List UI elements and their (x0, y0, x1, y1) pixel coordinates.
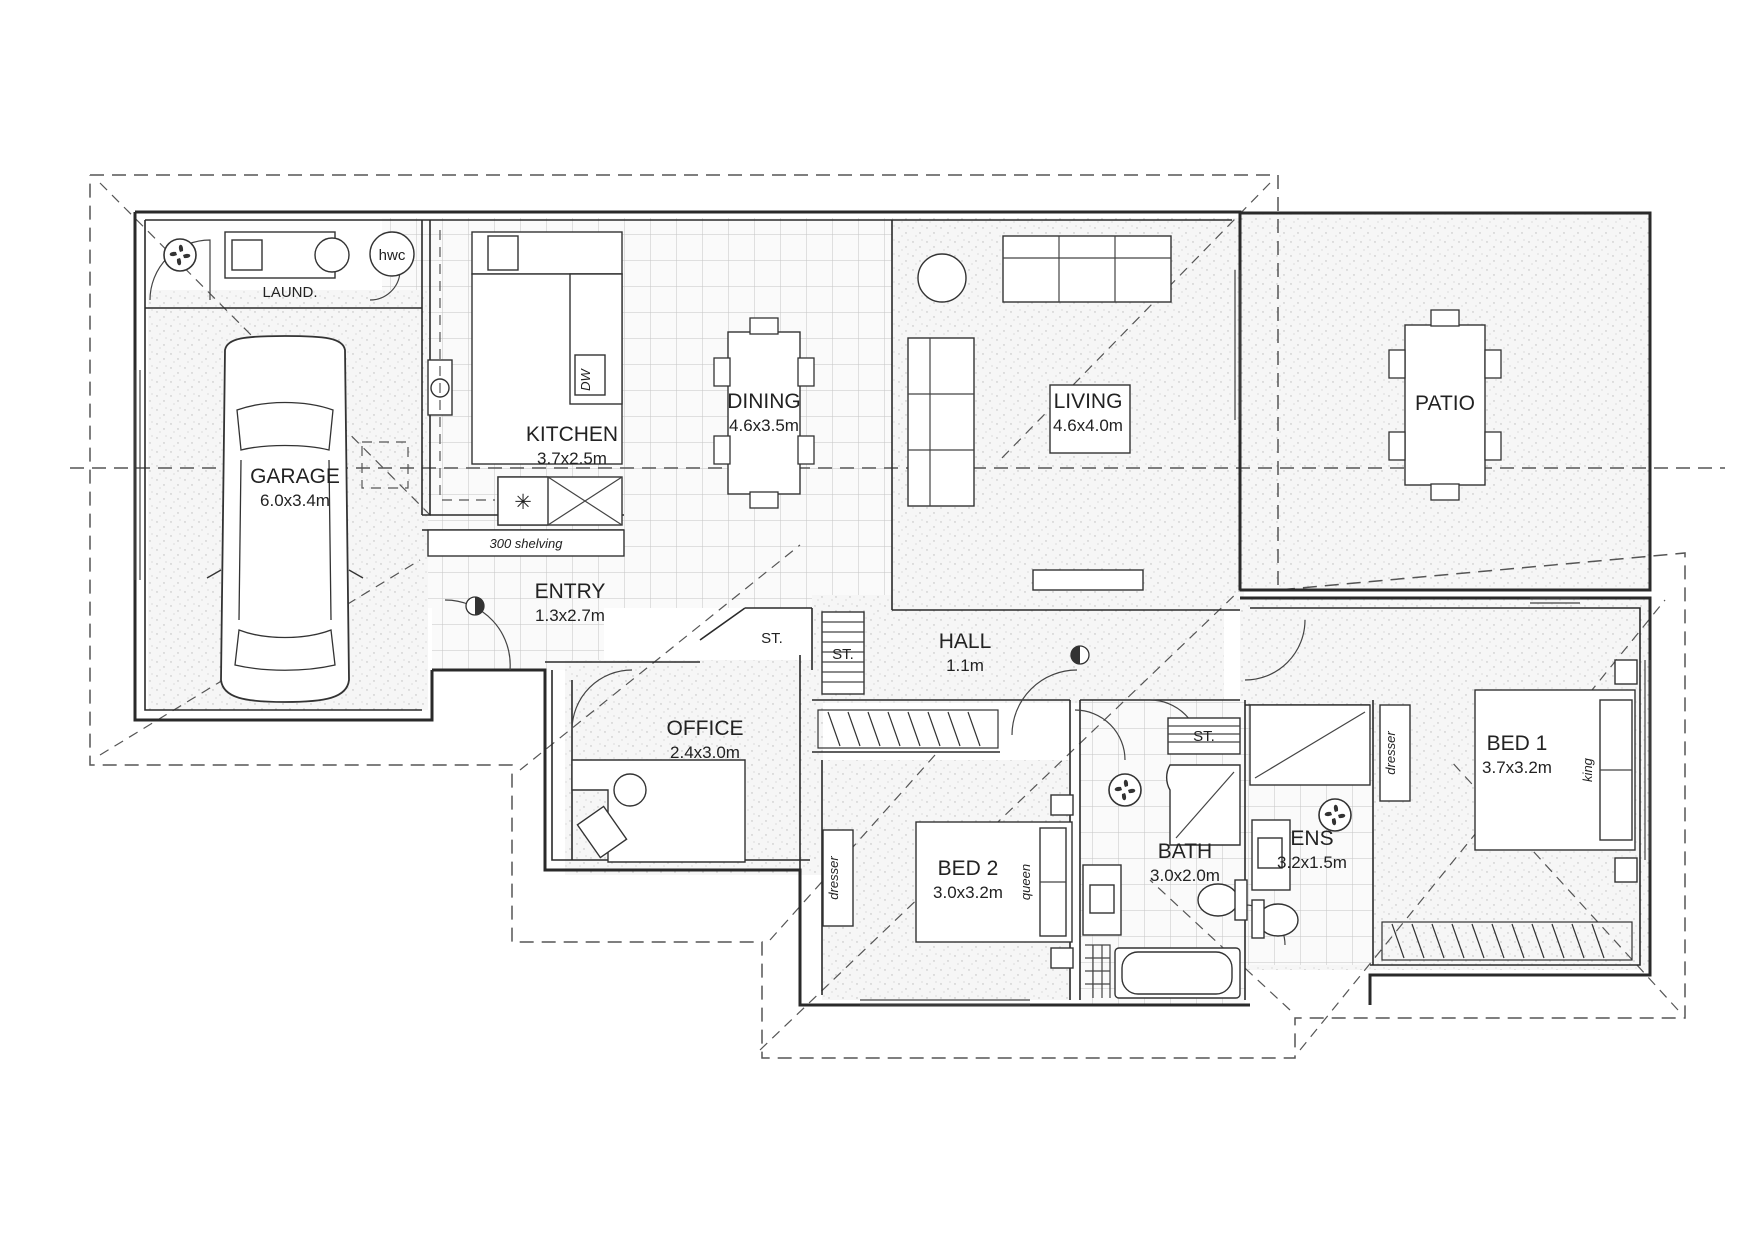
living-label: LIVING (1054, 390, 1123, 413)
laundry-label: LAUND. (262, 284, 317, 301)
hall: HALL 1.1m (939, 630, 1090, 675)
sink-icon (1257, 837, 1283, 869)
ensuite-size: 3.2x1.5m (1277, 853, 1347, 872)
bed1-dresser-label: dresser (1383, 731, 1398, 775)
hall-size: 1.1m (946, 656, 984, 675)
kitchen-label: KITCHEN (526, 423, 618, 446)
entry-label: ENTRY (535, 580, 606, 603)
storage-1-label: ST. (761, 630, 783, 647)
bed1-label: BED 1 (1487, 732, 1548, 755)
shower-icon (1166, 764, 1241, 846)
fan-icon (1108, 773, 1142, 807)
toilet-icon (1197, 883, 1239, 917)
storage: ST. ST. ST. (761, 611, 1241, 755)
entry: ENTRY 1.3x2.7m (465, 580, 606, 625)
bed1-size: 3.7x3.2m (1482, 758, 1552, 777)
washer-icon (314, 237, 350, 273)
bed2-label: BED 2 (938, 857, 999, 880)
sink-icon (231, 239, 263, 271)
tv-unit (1032, 569, 1144, 591)
bed1-size-label: king (1580, 757, 1595, 782)
bed2-size-label: queen (1018, 864, 1033, 900)
wardrobes (817, 709, 1633, 961)
storage-3-label: ST. (1193, 728, 1215, 745)
ensuite-label: ENS (1290, 827, 1333, 850)
storage-2-label: ST. (832, 646, 854, 663)
bath-size: 3.0x2.0m (1150, 866, 1220, 885)
patio: PATIO (1388, 309, 1502, 501)
laundry-fixtures: hwc LAUND. (163, 231, 415, 301)
kitchen: DW ✳ 300 shelving KITCHEN 3.7x2.5m (427, 230, 625, 557)
shelving-label: 300 shelving (490, 536, 564, 551)
patio-label: PATIO (1415, 392, 1475, 415)
garage-label: GARAGE (250, 465, 340, 488)
patio-table (1404, 324, 1486, 486)
car-icon (206, 335, 364, 703)
sofa (907, 337, 975, 507)
dining-table (727, 331, 801, 495)
side-table (917, 253, 967, 303)
dining-size: 4.6x3.5m (729, 416, 799, 435)
entry-size: 1.3x2.7m (535, 606, 605, 625)
windows (134, 270, 1651, 1006)
dishwasher-label: DW (578, 367, 593, 390)
office-label: OFFICE (667, 717, 744, 740)
fan-icon (163, 238, 197, 272)
office-chair (613, 773, 647, 807)
kitchen-size: 3.7x2.5m (537, 449, 607, 468)
sink-icon (1089, 884, 1115, 914)
coffee-table (1049, 384, 1131, 454)
bedroom-1: dresser king BED 1 3.7x3.2m (1379, 659, 1638, 883)
sink-icon (487, 235, 519, 271)
living: LIVING 4.6x4.0m (907, 235, 1172, 591)
ensuite: ENS 3.2x1.5m (1249, 704, 1371, 939)
hall-label: HALL (939, 630, 992, 653)
bed2-size: 3.0x3.2m (933, 883, 1003, 902)
hwc-label: hwc (379, 247, 406, 264)
office: OFFICE 2.4x3.0m (571, 717, 746, 863)
living-size: 4.6x4.0m (1053, 416, 1123, 435)
dining: DINING 4.6x3.5m (713, 317, 815, 509)
cooktop-icon: ✳ (514, 491, 532, 514)
monitor-icon (576, 805, 628, 859)
bedroom-2: dresser queen BED 2 3.0x3.2m (822, 794, 1074, 969)
sofa (1002, 235, 1172, 303)
bed2-dresser-label: dresser (826, 856, 841, 900)
dining-label: DINING (727, 390, 801, 413)
garage: GARAGE 6.0x3.4m (206, 335, 409, 703)
garage-size: 6.0x3.4m (260, 491, 330, 510)
office-size: 2.4x3.0m (670, 743, 740, 762)
bath-label: BATH (1158, 840, 1212, 863)
hwc-icon (369, 231, 415, 277)
bathroom: BATH 3.0x2.0m (1082, 764, 1248, 999)
